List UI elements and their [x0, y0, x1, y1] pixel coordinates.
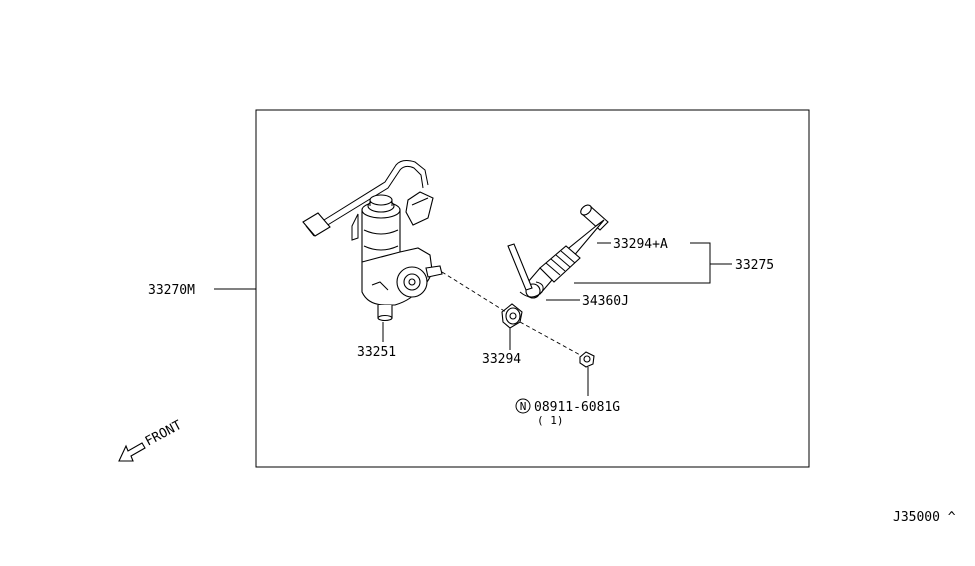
- assembly-line-bushing-to-nut: [519, 321, 583, 357]
- label-nut-part: 08911-6081G: [534, 400, 620, 415]
- label-rod-set: 33275: [735, 258, 774, 273]
- label-nut-prefix: N: [520, 400, 527, 413]
- assembly-line-shaft-to-bushing: [441, 271, 507, 313]
- bushing-illustration: [501, 303, 523, 329]
- label-bushing: 33294: [482, 352, 521, 367]
- actuator-motor-illustration: [302, 160, 443, 322]
- front-label: FRONT: [143, 418, 185, 450]
- label-rod-assembly: 33294+A: [613, 237, 668, 252]
- label-nut-qty: ( 1): [537, 414, 564, 427]
- nut-illustration: [579, 351, 595, 368]
- figure-code: J35000 ^: [893, 510, 956, 525]
- circled-n-icon: [515, 398, 531, 414]
- label-assembly: 33270M: [148, 283, 195, 298]
- bracket-33275: [574, 242, 711, 284]
- label-clip: 34360J: [582, 294, 629, 309]
- control-rod-illustration: [525, 204, 609, 299]
- front-arrow-icon: [118, 442, 146, 462]
- clip-illustration: [507, 243, 544, 298]
- label-actuator: 33251: [357, 345, 396, 360]
